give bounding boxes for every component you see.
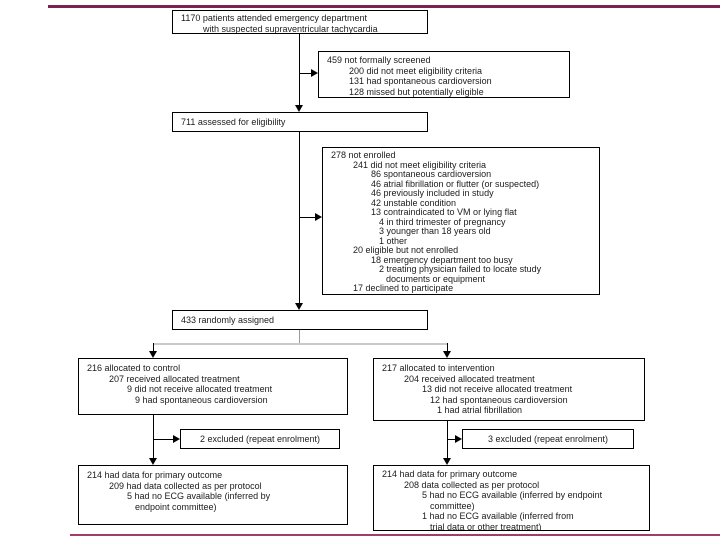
- arrowhead-down-icon: [443, 458, 451, 465]
- arrowhead-down-icon: [295, 303, 303, 310]
- flow-text-line: 9 did not receive allocated treatment: [127, 384, 273, 394]
- flow-text-line: 20 eligible but not enrolled: [353, 245, 459, 255]
- flow-box-patients-attended: 1170 patients attended emergency departm…: [172, 10, 428, 34]
- flow-text-line: 12 had spontaneous cardioversion: [430, 394, 568, 405]
- flow-text-line: endpoint committee): [135, 501, 217, 512]
- flow-text-line: 2 treating physician failed to locate st…: [379, 264, 542, 274]
- connector-intervention-to-outcome: [446, 421, 448, 459]
- connector-attended-to-assessed: [298, 34, 300, 106]
- flow-text-line: 5 had no ECG available (inferred by: [127, 491, 271, 501]
- flow-text-line: 4 in third trimester of pregnancy: [379, 216, 506, 227]
- flow-box-assessed-for-eligibility: 711 assessed for eligibility: [172, 112, 428, 132]
- flow-text-line: 459 not formally screened: [327, 55, 431, 65]
- flow-text-line: 42 unstable condition: [371, 197, 457, 208]
- connector-branch-not-enrolled: [299, 216, 315, 218]
- connector-randomized-stub: [298, 330, 300, 344]
- flow-box-randomly-assigned: 433 randomly assigned: [172, 310, 428, 330]
- flow-text-line: 209 had data collected as per protocol: [109, 480, 262, 491]
- arrowhead-down-icon: [443, 351, 451, 358]
- flow-text-line: 2 excluded (repeat enrolment): [199, 434, 321, 444]
- flow-text-line: 13 contraindicated to VM or lying flat: [371, 207, 517, 217]
- flow-text-line: 1 had atrial fibrillation: [437, 405, 523, 415]
- flow-text-line: 216 allocated to control: [87, 363, 181, 373]
- flow-text-line: 200 did not meet eligibility criteria: [349, 65, 483, 76]
- arrowhead-right-icon: [315, 213, 322, 221]
- connector-branch-control-excluded: [153, 438, 173, 440]
- flow-text-line: 1170 patients attended emergency departm…: [181, 13, 367, 23]
- flow-text-line: 5 had no ECG available (inferred by endp…: [422, 490, 603, 500]
- flow-text-line: 241 did not meet eligibility criteria: [353, 159, 487, 170]
- arrowhead-right-icon: [455, 435, 462, 443]
- connector-split-line: [153, 343, 447, 345]
- flow-text-line: 711 assessed for eligibility: [181, 117, 286, 127]
- flow-text-line: 1 other: [379, 235, 408, 246]
- flow-text-line: 3 younger than 18 years old: [379, 226, 491, 236]
- flow-text-line: 3 excluded (repeat enrolment): [487, 434, 609, 444]
- flow-text-line: 17 declined to participate: [353, 283, 454, 293]
- flow-text-line: 207 received allocated treatment: [109, 373, 240, 384]
- flow-text-line: 204 received allocated treatment: [404, 373, 535, 384]
- flow-box-intervention-excluded: 3 excluded (repeat enrolment): [462, 429, 634, 449]
- flow-text-line: committee): [430, 500, 475, 511]
- flow-text-line: 217 allocated to intervention: [382, 363, 495, 373]
- connector-branch-intervention-excluded: [447, 438, 456, 440]
- flow-text-line: 131 had spontaneous cardioversion: [349, 76, 492, 86]
- flow-text-line: 208 data collected as per protocol: [404, 479, 540, 490]
- arrowhead-right-icon: [173, 435, 180, 443]
- flow-text-line: 1 had no ECG available (inferred from: [422, 511, 574, 521]
- flow-text-line: 9 had spontaneous cardioversion: [135, 394, 268, 405]
- flow-text-line: 46 previously included in study: [371, 188, 494, 198]
- bottom-accent-rule: [70, 534, 720, 536]
- flow-text-line: 46 atrial fibrillation or flutter (or su…: [371, 178, 540, 189]
- flow-text-line: 18 emergency department too busy: [371, 254, 513, 265]
- flow-text-line: with suspected supraventricular tachycar…: [203, 23, 378, 34]
- flow-text-line: 86 spontaneous cardioversion: [371, 169, 492, 179]
- connector-assessed-to-randomized: [298, 132, 300, 304]
- flow-text-line: 433 randomly assigned: [181, 315, 275, 325]
- flow-text-line: trial data or other treatment): [430, 521, 542, 531]
- top-accent-rule: [48, 5, 720, 8]
- flow-text-line: 214 had data for primary outcome: [382, 469, 518, 479]
- flow-text-line: documents or equipment: [386, 273, 486, 284]
- connector-control-to-outcome: [152, 415, 154, 459]
- flow-text-line: 13 did not receive allocated treatment: [422, 384, 573, 394]
- arrowhead-down-icon: [149, 458, 157, 465]
- flow-text-line: 128 missed but potentially eligible: [349, 86, 484, 97]
- connector-to-control: [152, 343, 154, 352]
- flow-text-line: 278 not enrolled: [331, 150, 396, 160]
- flow-box-control-excluded: 2 excluded (repeat enrolment): [180, 429, 340, 449]
- connector-branch-not-screened: [299, 72, 312, 74]
- arrowhead-down-icon: [295, 105, 303, 112]
- arrowhead-down-icon: [149, 351, 157, 358]
- connector-to-intervention: [446, 343, 448, 352]
- flow-text-line: 214 had data for primary outcome: [87, 470, 223, 480]
- arrowhead-right-icon: [311, 69, 318, 77]
